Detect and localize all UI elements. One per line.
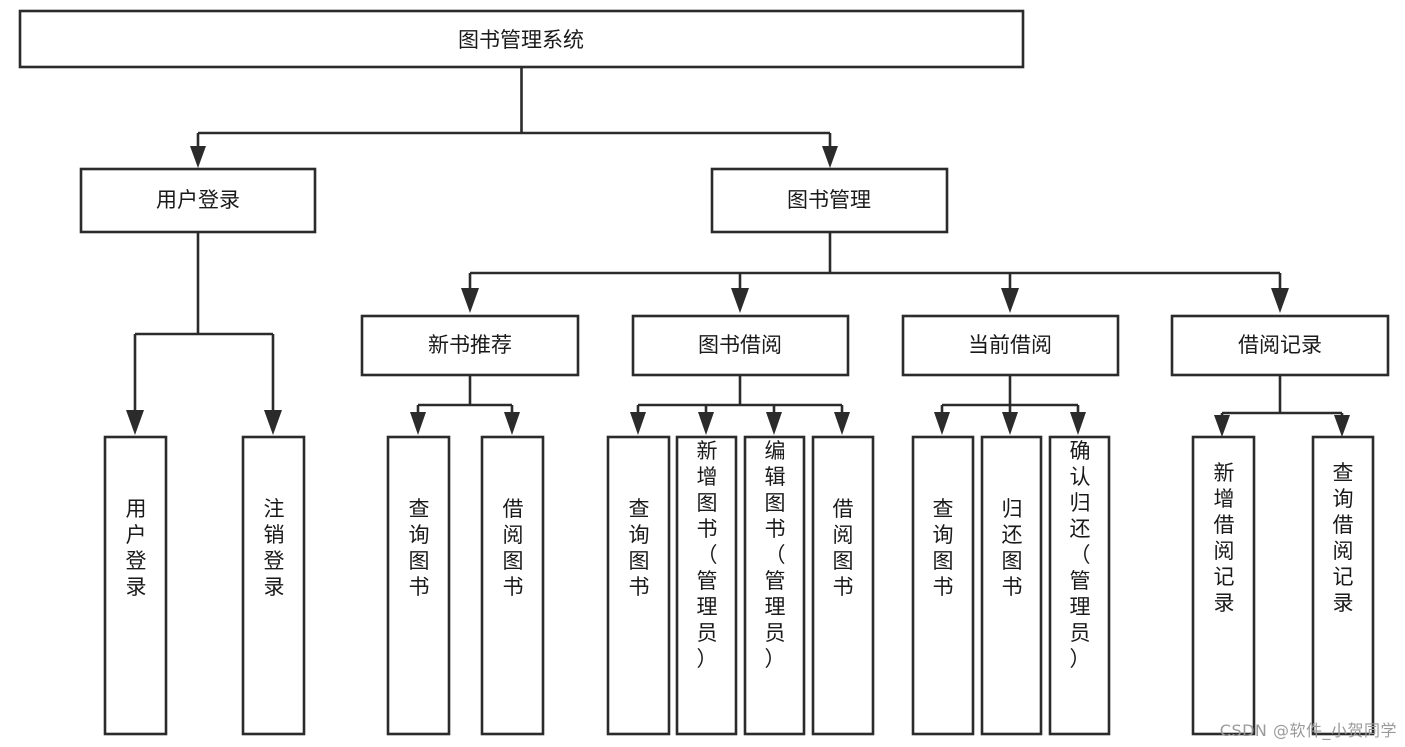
edge-borrow-to-leaves bbox=[630, 376, 850, 435]
node-leaf-borrow-book-1-label: 借阅图书 bbox=[503, 497, 524, 599]
node-book-borrow-label: 图书借阅 bbox=[698, 333, 782, 357]
node-leaf-query-borrow-record[interactable]: 查询借阅记录 bbox=[1311, 435, 1375, 736]
node-leaf-confirm-return-admin-label: 确认归还（管理员） bbox=[1070, 439, 1091, 671]
node-borrow-records[interactable]: 借阅记录 bbox=[1170, 314, 1390, 377]
node-leaf-user-login[interactable]: 用户登录 bbox=[103, 435, 168, 736]
node-leaf-query-book-1[interactable]: 查询图书 bbox=[386, 435, 451, 736]
node-leaf-query-book-2[interactable]: 查询图书 bbox=[606, 435, 671, 736]
node-leaf-add-book-admin-label: 新增图书（管理员） bbox=[697, 439, 718, 671]
node-leaf-borrow-book-2[interactable]: 借阅图书 bbox=[811, 435, 875, 736]
node-root[interactable]: 图书管理系统 bbox=[18, 9, 1025, 69]
node-leaf-edit-book-admin-label: 编辑图书（管理员） bbox=[765, 439, 786, 671]
node-leaf-query-book-3[interactable]: 查询图书 bbox=[911, 435, 975, 736]
connector-layer bbox=[126, 67, 1350, 437]
edge-books-to-level3 bbox=[461, 233, 1289, 313]
node-leaf-add-borrow-record[interactable]: 新增借阅记录 bbox=[1191, 435, 1256, 736]
node-book-borrow[interactable]: 图书借阅 bbox=[631, 314, 850, 377]
node-leaf-logout[interactable]: 注销登录 bbox=[241, 435, 306, 736]
node-root-label: 图书管理系统 bbox=[458, 28, 584, 52]
node-leaf-borrow-book-1[interactable]: 借阅图书 bbox=[480, 435, 545, 736]
node-borrow-records-label: 借阅记录 bbox=[1238, 333, 1322, 357]
node-leaf-confirm-return-admin[interactable]: 确认归还（管理员） bbox=[1048, 435, 1111, 736]
edge-current-to-leaves bbox=[934, 376, 1086, 435]
node-leaf-add-borrow-record-label: 新增借阅记录 bbox=[1214, 461, 1235, 615]
node-leaf-return-book[interactable]: 归还图书 bbox=[980, 435, 1043, 736]
node-new-book-recommend-label: 新书推荐 bbox=[428, 333, 512, 357]
node-leaf-edit-book-admin[interactable]: 编辑图书（管理员） bbox=[743, 435, 806, 736]
edge-root-to-level2 bbox=[190, 67, 838, 168]
node-leaf-user-login-label: 用户登录 bbox=[126, 497, 147, 599]
node-user-login[interactable]: 用户登录 bbox=[79, 167, 317, 234]
node-leaf-query-book-2-label: 查询图书 bbox=[629, 497, 650, 599]
node-leaf-return-book-label: 归还图书 bbox=[1002, 497, 1023, 599]
edge-records-to-leaves bbox=[1214, 376, 1350, 437]
node-current-borrow[interactable]: 当前借阅 bbox=[901, 314, 1120, 377]
node-leaf-borrow-book-2-label: 借阅图书 bbox=[833, 497, 854, 599]
node-book-management-label: 图书管理 bbox=[787, 188, 871, 212]
node-leaf-query-book-3-label: 查询图书 bbox=[933, 497, 954, 599]
node-leaf-add-book-admin[interactable]: 新增图书（管理员） bbox=[675, 435, 738, 736]
node-user-login-label: 用户登录 bbox=[156, 188, 240, 212]
csdn-watermark: CSDN @软件_小贺同学 bbox=[1219, 721, 1397, 740]
node-book-management[interactable]: 图书管理 bbox=[710, 167, 949, 234]
node-leaf-query-book-1-label: 查询图书 bbox=[409, 497, 430, 599]
edge-newbooks-to-leaves bbox=[410, 376, 520, 435]
node-new-book-recommend[interactable]: 新书推荐 bbox=[360, 314, 580, 377]
edge-userlogin-to-leaves bbox=[126, 233, 282, 435]
node-leaf-query-borrow-record-label: 查询借阅记录 bbox=[1333, 461, 1354, 615]
node-current-borrow-label: 当前借阅 bbox=[968, 333, 1052, 357]
node-leaf-logout-label: 注销登录 bbox=[264, 497, 285, 599]
